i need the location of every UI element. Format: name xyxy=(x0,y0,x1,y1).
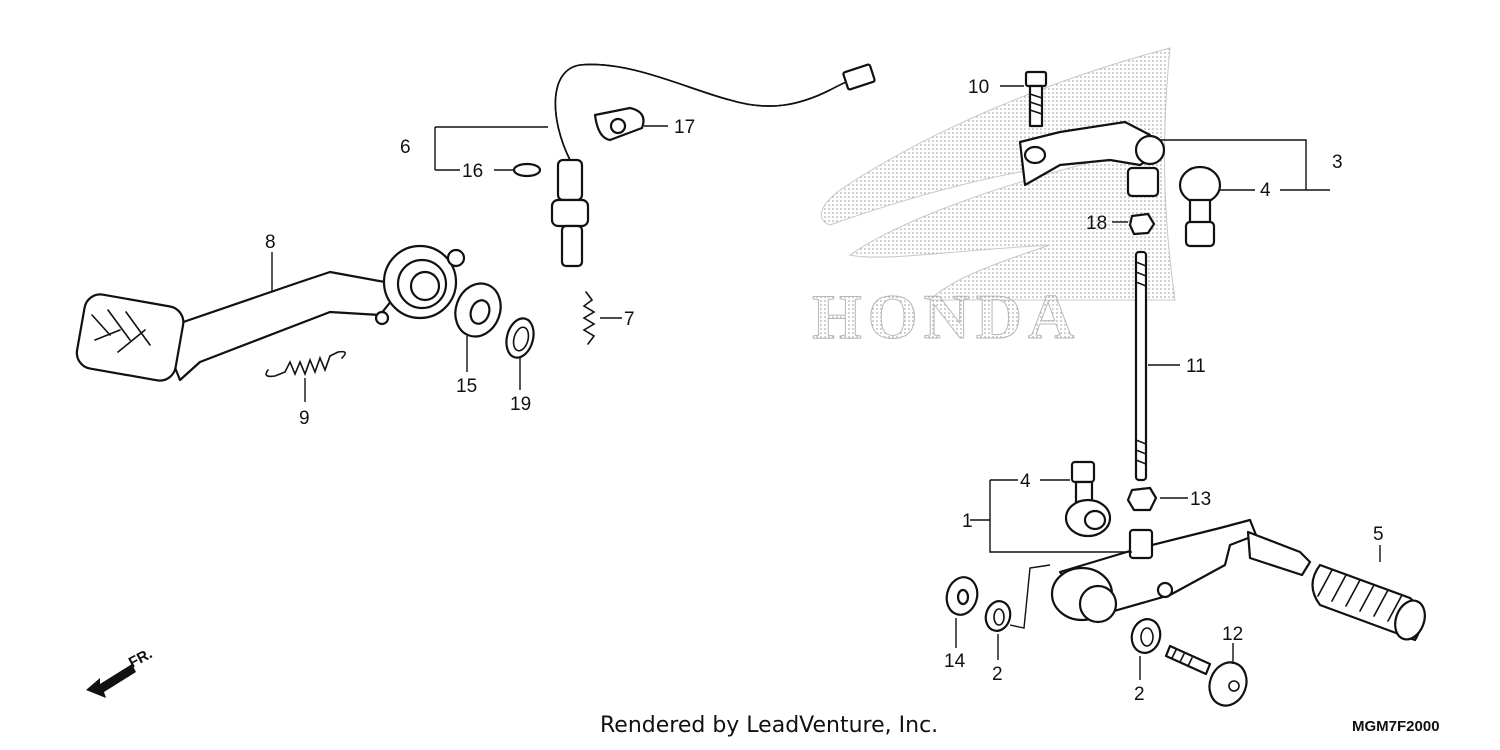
spring-7[interactable] xyxy=(582,291,596,345)
callout-7: 7 xyxy=(624,309,635,330)
clip-16[interactable] xyxy=(512,162,542,178)
callout-13: 13 xyxy=(1190,489,1211,510)
snap-ring-19[interactable] xyxy=(502,315,537,360)
pivot-bolt-12[interactable] xyxy=(1164,644,1252,711)
callout-10: 10 xyxy=(968,77,989,98)
leader-lines xyxy=(271,85,1381,680)
dust-seal-2-left[interactable] xyxy=(983,598,1014,633)
callout-9: 9 xyxy=(299,408,310,429)
callout-2-right: 2 xyxy=(1134,684,1145,705)
callout-17: 17 xyxy=(674,117,695,138)
joint-4-upper[interactable] xyxy=(1178,165,1222,248)
callout-4-upper: 4 xyxy=(1260,180,1271,201)
diagram-code: MGM7F2000 xyxy=(1352,718,1440,735)
bolt-10[interactable] xyxy=(1024,70,1048,128)
callout-8: 8 xyxy=(265,232,276,253)
washer-14[interactable] xyxy=(943,574,982,618)
spring-9[interactable] xyxy=(265,350,346,378)
dust-seal-2-right[interactable] xyxy=(1128,616,1164,656)
washer-15[interactable] xyxy=(448,277,508,343)
callout-3: 3 xyxy=(1332,152,1343,173)
tie-rod-11[interactable] xyxy=(1134,250,1148,482)
callout-19: 19 xyxy=(510,394,531,415)
callout-6: 6 xyxy=(400,137,411,158)
clip-17[interactable] xyxy=(593,106,645,142)
callout-5: 5 xyxy=(1373,524,1384,545)
callout-16: 16 xyxy=(462,161,483,182)
pedal-rubber-5[interactable] xyxy=(1311,563,1430,644)
callout-labels: 1 2 2 3 4 4 5 6 7 8 9 10 11 12 13 14 15 … xyxy=(265,77,1384,705)
watermark-text: HONDA xyxy=(812,281,1080,352)
honda-wing-logo: HONDA xyxy=(812,47,1176,353)
callout-12: 12 xyxy=(1222,624,1243,645)
callout-14: 14 xyxy=(944,651,966,672)
front-direction-arrow: FR. xyxy=(86,645,155,698)
callout-11: 11 xyxy=(1186,356,1206,377)
nut-13[interactable] xyxy=(1126,486,1158,512)
callout-1: 1 xyxy=(962,511,973,532)
callout-2-left: 2 xyxy=(992,664,1003,685)
joint-4-lower[interactable] xyxy=(1064,460,1112,538)
brake-pedal[interactable] xyxy=(74,244,466,383)
callout-4-lower: 4 xyxy=(1020,471,1031,492)
gearshift-arm-3[interactable] xyxy=(1018,120,1166,198)
gearshift-pedal[interactable] xyxy=(1050,518,1312,624)
footer-credit: Rendered by LeadVenture, Inc. xyxy=(600,713,938,738)
callout-18: 18 xyxy=(1086,213,1107,234)
nut-18[interactable] xyxy=(1128,212,1156,236)
stop-switch-6[interactable] xyxy=(550,63,876,268)
callout-15: 15 xyxy=(456,376,477,397)
